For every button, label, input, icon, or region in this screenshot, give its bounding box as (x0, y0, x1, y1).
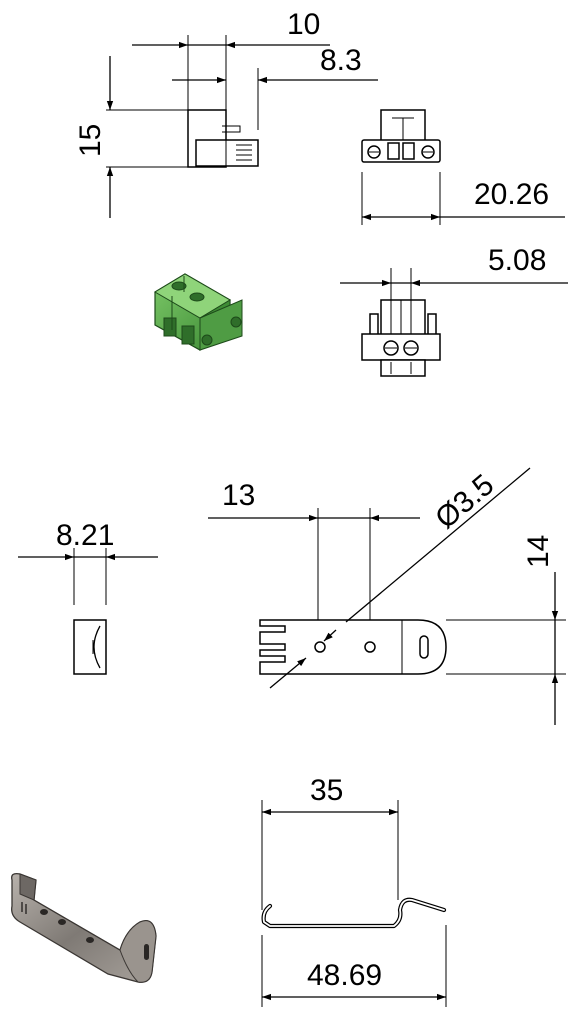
dim-connector-side-width: 10 (287, 8, 320, 41)
dim-connector-side-depth: 8.3 (320, 44, 362, 77)
dim-clip-height: 14 (522, 535, 555, 568)
dim-connector-front-width: 20.26 (474, 178, 549, 211)
dim-connector-height: 15 (74, 124, 107, 157)
dim-clip-hole-diameter: Ø3.5 (429, 468, 500, 535)
dim-bracket-inner-width: 35 (310, 774, 343, 807)
connector-3d-view (154, 273, 243, 351)
connector-top-view (340, 268, 568, 377)
bracket-3d-view (11, 872, 157, 983)
dim-clip-side-width: 8.21 (56, 519, 114, 552)
clip-front-view (208, 467, 566, 725)
bracket-side-view (261, 800, 447, 1007)
connector-side-view (106, 35, 378, 218)
dim-connector-pitch: 5.08 (488, 244, 546, 277)
dim-bracket-overall-width: 48.69 (307, 959, 382, 992)
connector-front-view (361, 109, 565, 225)
dim-clip-hole-spacing: 13 (222, 479, 255, 512)
clip-side-view (18, 548, 158, 675)
